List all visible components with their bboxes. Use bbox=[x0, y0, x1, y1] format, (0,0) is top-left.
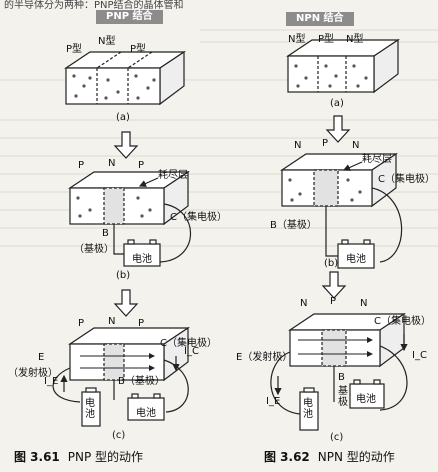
npn-c-label-3: N bbox=[360, 298, 368, 309]
pnp-title-tag: PNP 结合 bbox=[96, 10, 163, 24]
npn-c-battery-1: 电池 bbox=[303, 398, 313, 420]
pnp-b-battery: 电池 bbox=[132, 254, 152, 265]
npn-b-label-3: N bbox=[352, 140, 360, 151]
pnp-c-emitter: E bbox=[38, 352, 45, 363]
battery-c-left-2 bbox=[127, 393, 165, 421]
npn-c-base-vertical: 基极 bbox=[338, 386, 348, 408]
npn-c-sub: (c) bbox=[330, 432, 344, 443]
pnp-c-ie: I_E bbox=[44, 376, 59, 387]
npn-c-base-letter: B bbox=[338, 372, 345, 383]
battery-c-right-2 bbox=[349, 379, 385, 409]
npn-b-label-2: P bbox=[322, 138, 329, 149]
pnp-b-label-1: P bbox=[78, 160, 85, 171]
npn-block-a bbox=[286, 38, 400, 94]
arrow-down-right-1 bbox=[325, 115, 351, 143]
npn-c-label-1: N bbox=[300, 298, 308, 309]
npn-a-label-2: P型 bbox=[318, 34, 335, 45]
npn-b-collector: C（集电极） bbox=[378, 174, 435, 185]
npn-c-emitter: E（发射极） bbox=[236, 352, 293, 363]
npn-caption-number: 图 3.62 bbox=[264, 450, 310, 464]
npn-a-label-1: N型 bbox=[288, 34, 306, 45]
pnp-b-base: （基极） bbox=[74, 244, 114, 255]
pnp-block-b bbox=[68, 170, 190, 226]
npn-c-label-2: P bbox=[330, 296, 337, 307]
pnp-c-sub: (c) bbox=[112, 430, 126, 441]
pnp-caption-number: 图 3.61 bbox=[14, 450, 60, 464]
pnp-c-emitter-paren: （发射极） bbox=[8, 368, 58, 379]
npn-a-label-3: N型 bbox=[346, 34, 364, 45]
pnp-c-battery-1: 电池 bbox=[85, 398, 95, 420]
npn-block-b bbox=[280, 152, 398, 208]
pnp-b-label-3: P bbox=[138, 160, 145, 171]
npn-b-sub: (b) bbox=[324, 258, 339, 269]
pnp-b-collector: C（集电极） bbox=[170, 212, 227, 223]
npn-c-collector: C（集电极） bbox=[374, 316, 431, 327]
arrow-down-left-2 bbox=[113, 289, 139, 317]
arrow-down-left-1 bbox=[113, 131, 139, 159]
npn-b-depletion: 耗尽层 bbox=[362, 154, 392, 165]
npn-c-battery-2: 电池 bbox=[356, 394, 376, 405]
pnp-a-label-2: N型 bbox=[98, 36, 116, 47]
pnp-a-label-3: P型 bbox=[130, 44, 147, 55]
pnp-c-base: B（基极） bbox=[118, 376, 165, 387]
pnp-b-label-2: N bbox=[108, 158, 116, 169]
npn-caption-text: NPN 型的动作 bbox=[317, 450, 395, 464]
pnp-block-a bbox=[64, 50, 186, 106]
npn-b-base: B（基极） bbox=[270, 220, 317, 231]
top-cutoff-text: 的半导体分为两种：PNP结合的晶体管和 bbox=[4, 0, 184, 11]
battery-c-right-1 bbox=[299, 387, 319, 431]
pnp-c-label-2: N bbox=[108, 316, 116, 327]
pnp-a-label-1: P型 bbox=[66, 44, 83, 55]
pnp-c-label-3: P bbox=[138, 318, 145, 329]
npn-a-sub: (a) bbox=[330, 98, 344, 109]
battery-c-left-1 bbox=[81, 387, 101, 427]
battery-b-left bbox=[123, 239, 161, 267]
pnp-caption-text: PNP 型的动作 bbox=[67, 450, 144, 464]
pnp-c-label-1: P bbox=[78, 318, 85, 329]
arrow-down-right-2 bbox=[321, 271, 347, 299]
npn-caption: 图 3.62 NPN 型的动作 bbox=[264, 448, 395, 465]
npn-c-ic: I_C bbox=[412, 350, 427, 361]
npn-c-ie: I_E bbox=[266, 396, 281, 407]
pnp-b-sub: (b) bbox=[116, 270, 131, 281]
pnp-c-battery-2: 电池 bbox=[136, 408, 156, 419]
pnp-b-depletion: 耗尽层 bbox=[158, 170, 188, 181]
battery-b-right bbox=[337, 239, 375, 269]
npn-b-label-1: N bbox=[294, 140, 302, 151]
pnp-c-ic: I_C bbox=[184, 346, 199, 357]
pnp-b-base-letter: B bbox=[102, 228, 109, 239]
npn-b-battery: 电池 bbox=[346, 254, 366, 265]
pnp-block-c bbox=[68, 326, 190, 382]
pnp-caption: 图 3.61 PNP 型的动作 bbox=[14, 448, 143, 465]
pnp-c-collector: C（集电极） bbox=[160, 338, 217, 349]
pnp-a-sub: (a) bbox=[116, 112, 130, 123]
npn-title-tag: NPN 结合 bbox=[286, 12, 354, 26]
